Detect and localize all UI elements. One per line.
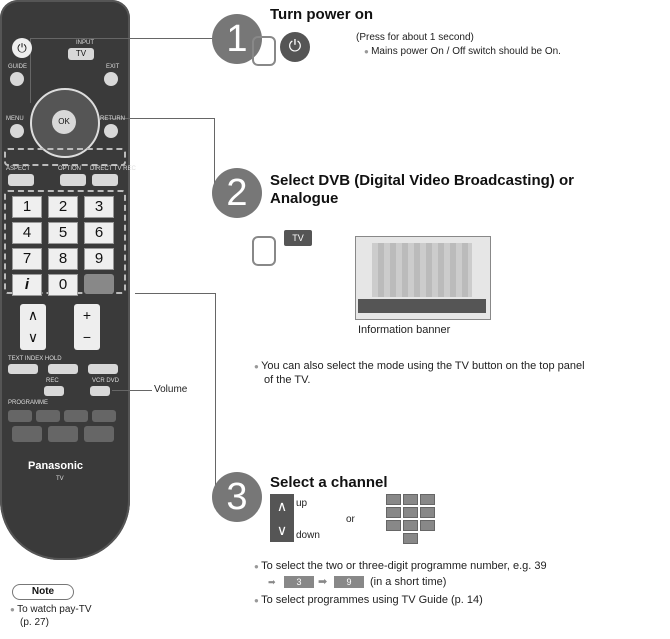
tv-button[interactable]: TV bbox=[68, 48, 94, 60]
step-3-bullet-1: To select the two or three-digit program… bbox=[254, 560, 547, 572]
arrow-icon-2: ➡ bbox=[318, 576, 328, 588]
key-info[interactable]: i bbox=[12, 274, 42, 296]
example-key-3: 3 bbox=[284, 576, 314, 588]
playback-button-4[interactable] bbox=[92, 410, 116, 422]
volume-rocker[interactable]: +− bbox=[74, 304, 100, 350]
step-2-number: 2 bbox=[212, 168, 262, 218]
playback-button-1[interactable] bbox=[8, 410, 32, 422]
text-label: TEXT INDEX HOLD bbox=[8, 356, 62, 362]
guide-label: GUIDE bbox=[8, 64, 28, 70]
mini-key-9 bbox=[420, 520, 435, 531]
volume-label: Volume bbox=[154, 384, 188, 395]
hand-tv-icon bbox=[252, 236, 276, 266]
tv-screen-image bbox=[355, 236, 491, 320]
note-heading: Note bbox=[12, 584, 74, 600]
hold-button[interactable] bbox=[88, 364, 118, 374]
direct-rec-button[interactable] bbox=[92, 174, 118, 186]
key-1[interactable]: 1 bbox=[12, 196, 42, 218]
step-1-title: Turn power on bbox=[270, 6, 374, 23]
playback-button-7[interactable] bbox=[84, 426, 114, 442]
color-buttons-group bbox=[4, 148, 126, 166]
mini-key-4 bbox=[386, 507, 401, 518]
text-button[interactable] bbox=[8, 364, 38, 374]
key-8[interactable]: 8 bbox=[48, 248, 78, 270]
vcr-label: VCR DVD bbox=[92, 378, 120, 384]
channel-rocker-icon: ∧∨ bbox=[270, 494, 294, 542]
step-2-title-line-1: Select DVB (Digital Video Broadcasting) … bbox=[270, 172, 574, 189]
guide-button[interactable] bbox=[10, 72, 24, 86]
down-label: down bbox=[296, 530, 320, 541]
return-label: RETURN bbox=[100, 116, 125, 122]
note-line-2: (p. 27) bbox=[20, 617, 49, 628]
aspect-button[interactable] bbox=[8, 174, 34, 186]
return-button[interactable] bbox=[104, 124, 118, 138]
aspect-label: ASPECT bbox=[6, 166, 31, 172]
step-1-note-2: Mains power On / Off switch should be On… bbox=[364, 46, 561, 57]
note-line-1: To watch pay-TV bbox=[10, 604, 91, 615]
option-button[interactable] bbox=[60, 174, 86, 186]
step-3-bullet-2: To select programmes using TV Guide (p. … bbox=[254, 594, 483, 606]
mini-key-7 bbox=[386, 520, 401, 531]
programme-label: PROGRAMME bbox=[8, 400, 49, 406]
mini-key-6 bbox=[420, 507, 435, 518]
model-label: TV bbox=[56, 476, 64, 482]
key-6[interactable]: 6 bbox=[84, 222, 114, 244]
exit-label: EXIT bbox=[106, 64, 120, 70]
vcr-dvd-button[interactable] bbox=[90, 386, 110, 396]
step-3-title: Select a channel bbox=[270, 474, 388, 491]
info-banner-caption: Information banner bbox=[358, 324, 451, 336]
step-3-number: 3 bbox=[212, 472, 262, 522]
rec-button[interactable] bbox=[44, 386, 64, 396]
last-view-button[interactable] bbox=[84, 274, 114, 294]
step-2-title-line-2: Analogue bbox=[270, 190, 339, 207]
step-2-note-line-1: You can also select the mode using the T… bbox=[254, 360, 585, 372]
hand-power-icon bbox=[252, 36, 276, 66]
key-5[interactable]: 5 bbox=[48, 222, 78, 244]
mini-key-2 bbox=[403, 494, 418, 505]
rec-label: REC bbox=[46, 378, 59, 384]
input-label: INPUT bbox=[76, 40, 94, 46]
index-button[interactable] bbox=[48, 364, 78, 374]
brand-logo: Panasonic bbox=[28, 460, 84, 472]
mini-key-8 bbox=[403, 520, 418, 531]
arrow-icon-1: ➡ bbox=[268, 577, 276, 587]
people-image bbox=[372, 243, 472, 297]
mini-key-3 bbox=[420, 494, 435, 505]
ok-button[interactable]: OK bbox=[52, 110, 76, 134]
info-banner-bar bbox=[358, 299, 486, 313]
exit-button[interactable] bbox=[104, 72, 118, 86]
key-9[interactable]: 9 bbox=[84, 248, 114, 270]
power-button[interactable]: ⏻ bbox=[12, 38, 32, 58]
volume-leader bbox=[112, 390, 152, 391]
tv-button-icon: TV bbox=[284, 230, 312, 246]
remote-control: ⏻ INPUT TV GUIDE EXIT OK MENU RETURN ASP… bbox=[0, 0, 136, 560]
playback-button-5[interactable] bbox=[12, 426, 42, 442]
menu-button[interactable] bbox=[10, 124, 24, 138]
playback-button-2[interactable] bbox=[36, 410, 60, 422]
key-3[interactable]: 3 bbox=[84, 196, 114, 218]
mini-key-5 bbox=[403, 507, 418, 518]
connector-1 bbox=[30, 38, 221, 103]
in-short-time: (in a short time) bbox=[370, 576, 447, 588]
step-2-note-line-2: of the TV. bbox=[264, 374, 311, 386]
mini-key-1 bbox=[386, 494, 401, 505]
key-4[interactable]: 4 bbox=[12, 222, 42, 244]
menu-label: MENU bbox=[6, 116, 24, 122]
or-label: or bbox=[346, 514, 355, 525]
power-icon: ⏻ bbox=[280, 32, 310, 62]
mini-key-0 bbox=[403, 533, 418, 544]
step-1-note-1: (Press for about 1 second) bbox=[356, 32, 474, 43]
key-7[interactable]: 7 bbox=[12, 248, 42, 270]
option-label: OPTION bbox=[58, 166, 82, 172]
playback-button-6[interactable] bbox=[48, 426, 78, 442]
connector-2 bbox=[100, 118, 215, 189]
key-0[interactable]: 0 bbox=[48, 274, 78, 296]
example-key-9: 9 bbox=[334, 576, 364, 588]
up-label: up bbox=[296, 498, 308, 509]
key-2[interactable]: 2 bbox=[48, 196, 78, 218]
connector-3 bbox=[135, 293, 216, 494]
direct-label: DIRECT TV REC bbox=[90, 166, 136, 172]
channel-rocker[interactable]: ∧∨ bbox=[20, 304, 46, 350]
playback-button-3[interactable] bbox=[64, 410, 88, 422]
